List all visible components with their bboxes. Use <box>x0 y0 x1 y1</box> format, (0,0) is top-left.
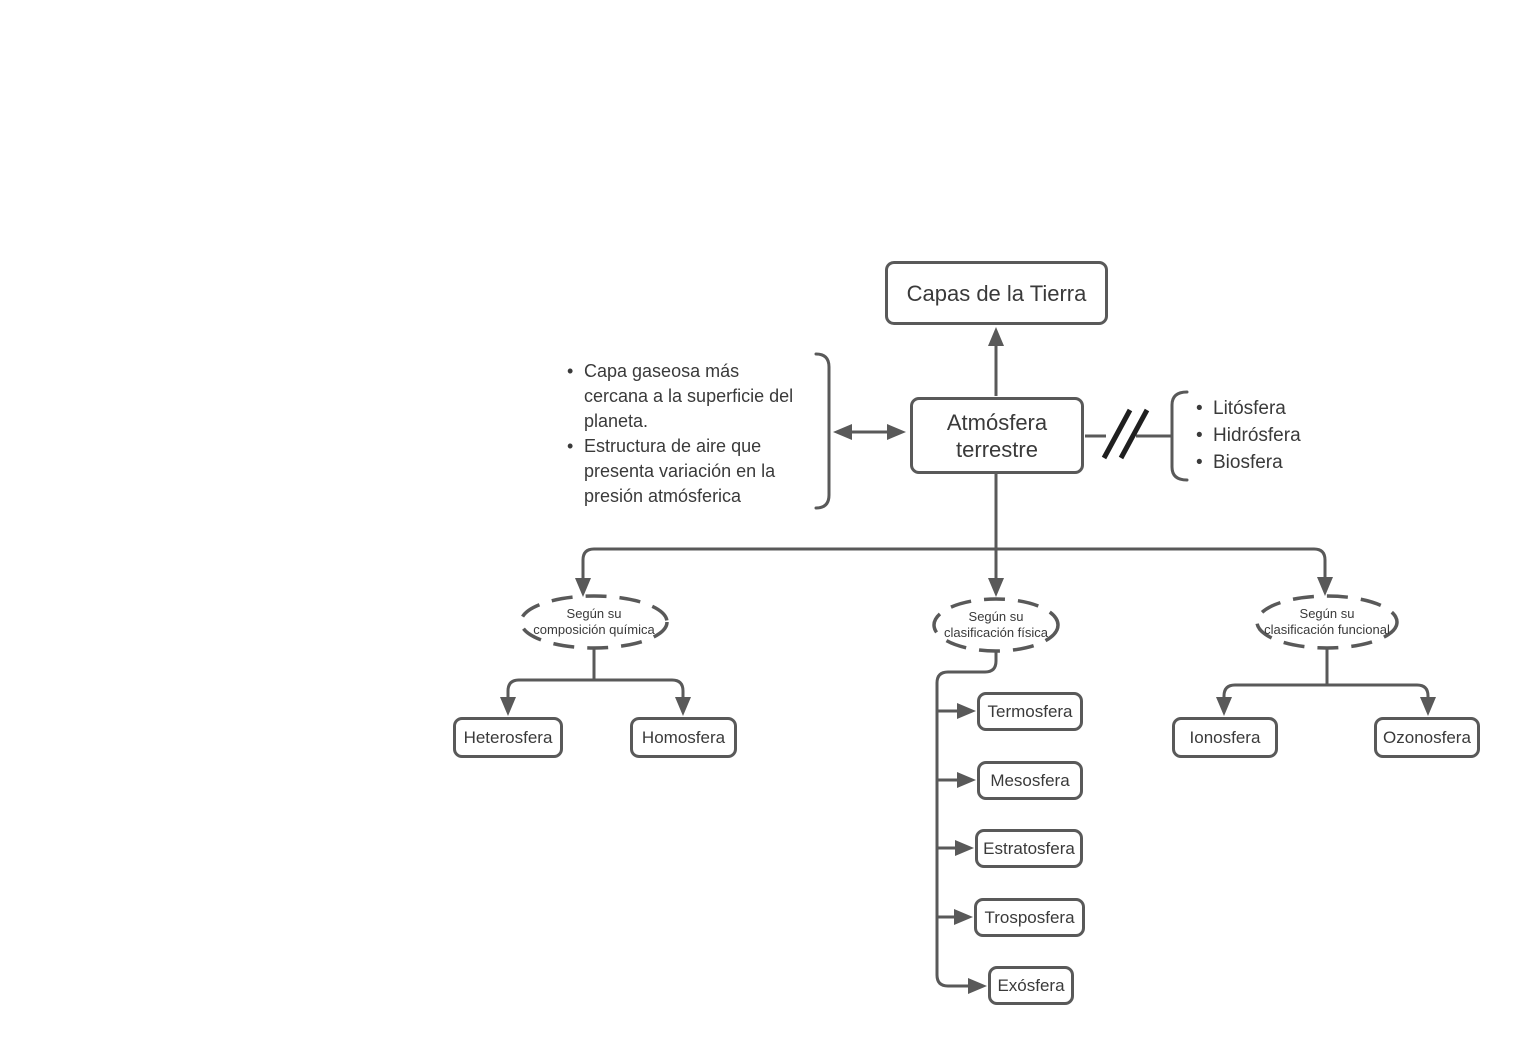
ellipse-label-line: clasificación física <box>943 625 1049 640</box>
node-label: Ionosfera <box>1189 727 1261 747</box>
node-label: Trosposfera <box>984 907 1075 927</box>
main-node-label: Atmósfera terrestre <box>946 409 1048 462</box>
node-trosposfera: Trosposfera <box>974 898 1085 937</box>
node-atmosfera-terrestre: Atmósfera terrestre <box>910 397 1084 474</box>
node-label: Exósfera <box>997 975 1065 995</box>
node-ionosfera: Ionosfera <box>1172 717 1278 758</box>
node-label: Homosfera <box>641 727 726 747</box>
left-note-item: Capa gaseosa más cercana a la superficie… <box>567 359 819 434</box>
ellipse-label-line: Según su <box>1299 606 1355 621</box>
double-arrow-left-note <box>833 424 906 440</box>
ellipse-label-line: clasificación funcional <box>1264 622 1390 637</box>
right-note-item: Litósfera <box>1196 395 1326 422</box>
right-note-item: Biosfera <box>1196 449 1326 476</box>
node-label: Heterosfera <box>463 727 553 747</box>
branch-fisica-connector <box>935 651 998 994</box>
node-mesosfera: Mesosfera <box>977 761 1083 800</box>
node-capas-de-la-tierra: Capas de la Tierra <box>885 261 1108 325</box>
ellipse-label-line: Según su <box>566 606 622 621</box>
left-bracket-icon <box>814 352 831 510</box>
left-note-item: Estructura de aire que presenta variació… <box>567 434 819 509</box>
node-exosfera: Exósfera <box>988 966 1074 1005</box>
node-label: Mesosfera <box>990 770 1070 790</box>
left-note: Capa gaseosa más cercana a la superficie… <box>567 359 819 509</box>
ellipse-label-line: Según su <box>968 609 1024 624</box>
node-heterosfera: Heterosfera <box>453 717 563 758</box>
tree-connector <box>575 474 1333 597</box>
label-segun-composicion-quimica: Según su composición química <box>521 596 667 648</box>
node-estratosfera: Estratosfera <box>975 829 1083 868</box>
node-label: Estratosfera <box>983 838 1075 858</box>
ellipse-label-line: composición química <box>533 622 655 637</box>
right-note-item: Hidrósfera <box>1196 422 1326 449</box>
node-ozonosfera: Ozonosfera <box>1374 717 1480 758</box>
right-note: Litósfera Hidrósfera Biosfera <box>1196 395 1326 476</box>
label-segun-clasificacion-funcional: Según su clasificación funcional <box>1257 596 1397 648</box>
label-segun-clasificacion-fisica: Según su clasificación física <box>930 599 1062 651</box>
node-termosfera: Termosfera <box>977 692 1083 731</box>
root-node-label: Capas de la Tierra <box>906 280 1087 306</box>
right-bracket-icon <box>1170 390 1189 482</box>
arrow-main-to-root <box>988 327 1004 396</box>
branch-funcional-connector <box>1216 648 1436 716</box>
branch-quimica-connector <box>500 648 691 716</box>
node-label: Termosfera <box>987 701 1073 721</box>
node-homosfera: Homosfera <box>630 717 737 758</box>
break-slashes-icon <box>1101 408 1150 460</box>
node-label: Ozonosfera <box>1383 727 1471 747</box>
